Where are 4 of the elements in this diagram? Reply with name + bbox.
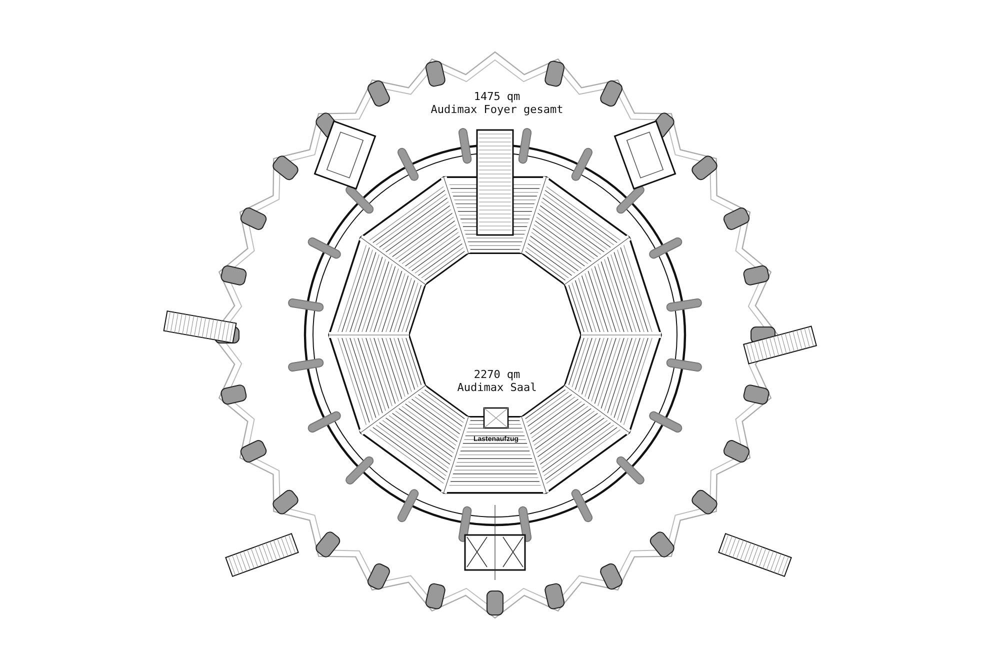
room-label: Audimax Saal — [457, 381, 537, 394]
room-label: Audimax Foyer gesamt — [430, 103, 564, 116]
area-label: 2270 qm — [474, 368, 520, 381]
area-label: 1475 qm — [474, 90, 520, 103]
